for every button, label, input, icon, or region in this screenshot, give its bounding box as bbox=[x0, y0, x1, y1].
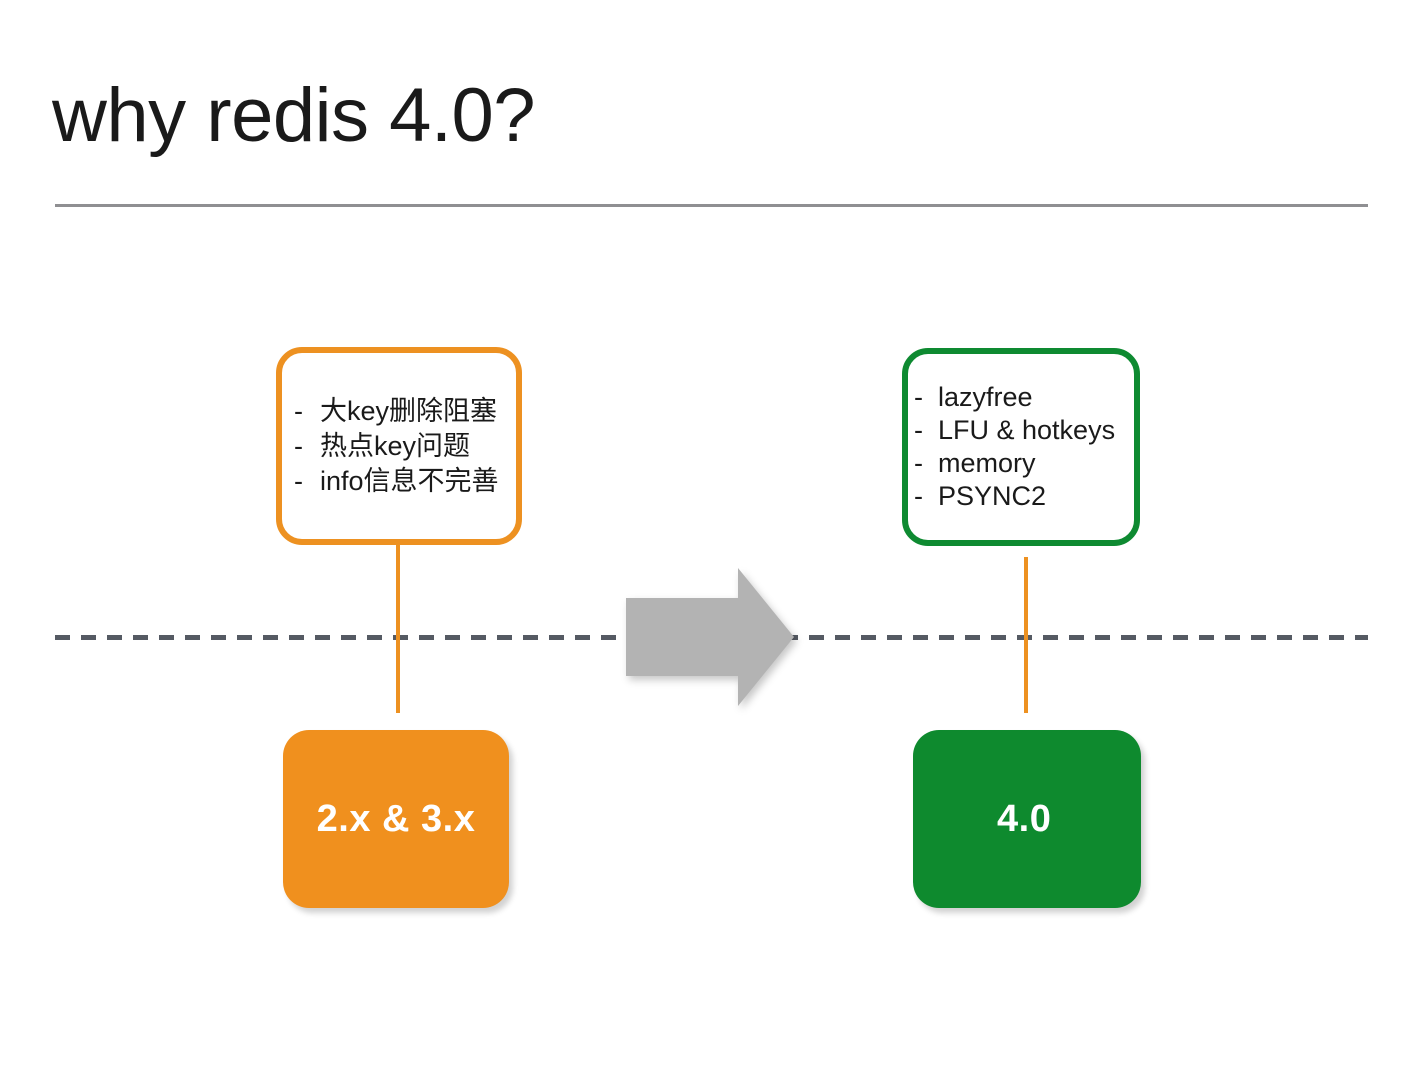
bullet-dash: - bbox=[294, 395, 303, 426]
list-item: - 热点key问题 bbox=[294, 429, 506, 464]
list-item: - info信息不完善 bbox=[294, 464, 506, 499]
list-item-label: lazyfree bbox=[938, 382, 1033, 412]
modern-feature-list: - lazyfree - LFU & hotkeys - memory - PS… bbox=[914, 381, 1130, 513]
callout-legacy-issues: - 大key删除阻塞 - 热点key问题 - info信息不完善 bbox=[276, 347, 522, 545]
list-item-label: LFU & hotkeys bbox=[938, 415, 1116, 445]
bullet-dash: - bbox=[294, 430, 303, 461]
list-item: - PSYNC2 bbox=[914, 480, 1130, 513]
right-arrow-icon bbox=[626, 568, 794, 706]
connector-line-legacy bbox=[396, 545, 400, 713]
bullet-dash: - bbox=[294, 465, 303, 496]
list-item-label: PSYNC2 bbox=[938, 481, 1047, 511]
list-item: - memory bbox=[914, 447, 1130, 480]
callout-modern-features: - lazyfree - LFU & hotkeys - memory - PS… bbox=[902, 348, 1140, 546]
title-divider bbox=[55, 204, 1368, 207]
page-title: why redis 4.0? bbox=[52, 73, 536, 158]
version-box-legacy: 2.x & 3.x bbox=[283, 730, 509, 908]
bullet-dash: - bbox=[914, 382, 923, 412]
bullet-dash: - bbox=[914, 415, 923, 445]
list-item-label: info信息不完善 bbox=[320, 465, 499, 496]
list-item: - LFU & hotkeys bbox=[914, 414, 1130, 447]
list-item-label: 大key删除阻塞 bbox=[320, 395, 498, 426]
list-item-label: memory bbox=[938, 448, 1036, 478]
list-item: - lazyfree bbox=[914, 381, 1130, 414]
list-item-label: 热点key问题 bbox=[320, 430, 471, 461]
connector-line-modern bbox=[1024, 557, 1028, 713]
version-box-modern: 4.0 bbox=[913, 730, 1141, 908]
bullet-dash: - bbox=[914, 481, 923, 511]
bullet-dash: - bbox=[914, 448, 923, 478]
legacy-issue-list: - 大key删除阻塞 - 热点key问题 - info信息不完善 bbox=[294, 394, 506, 499]
list-item: - 大key删除阻塞 bbox=[294, 394, 506, 429]
